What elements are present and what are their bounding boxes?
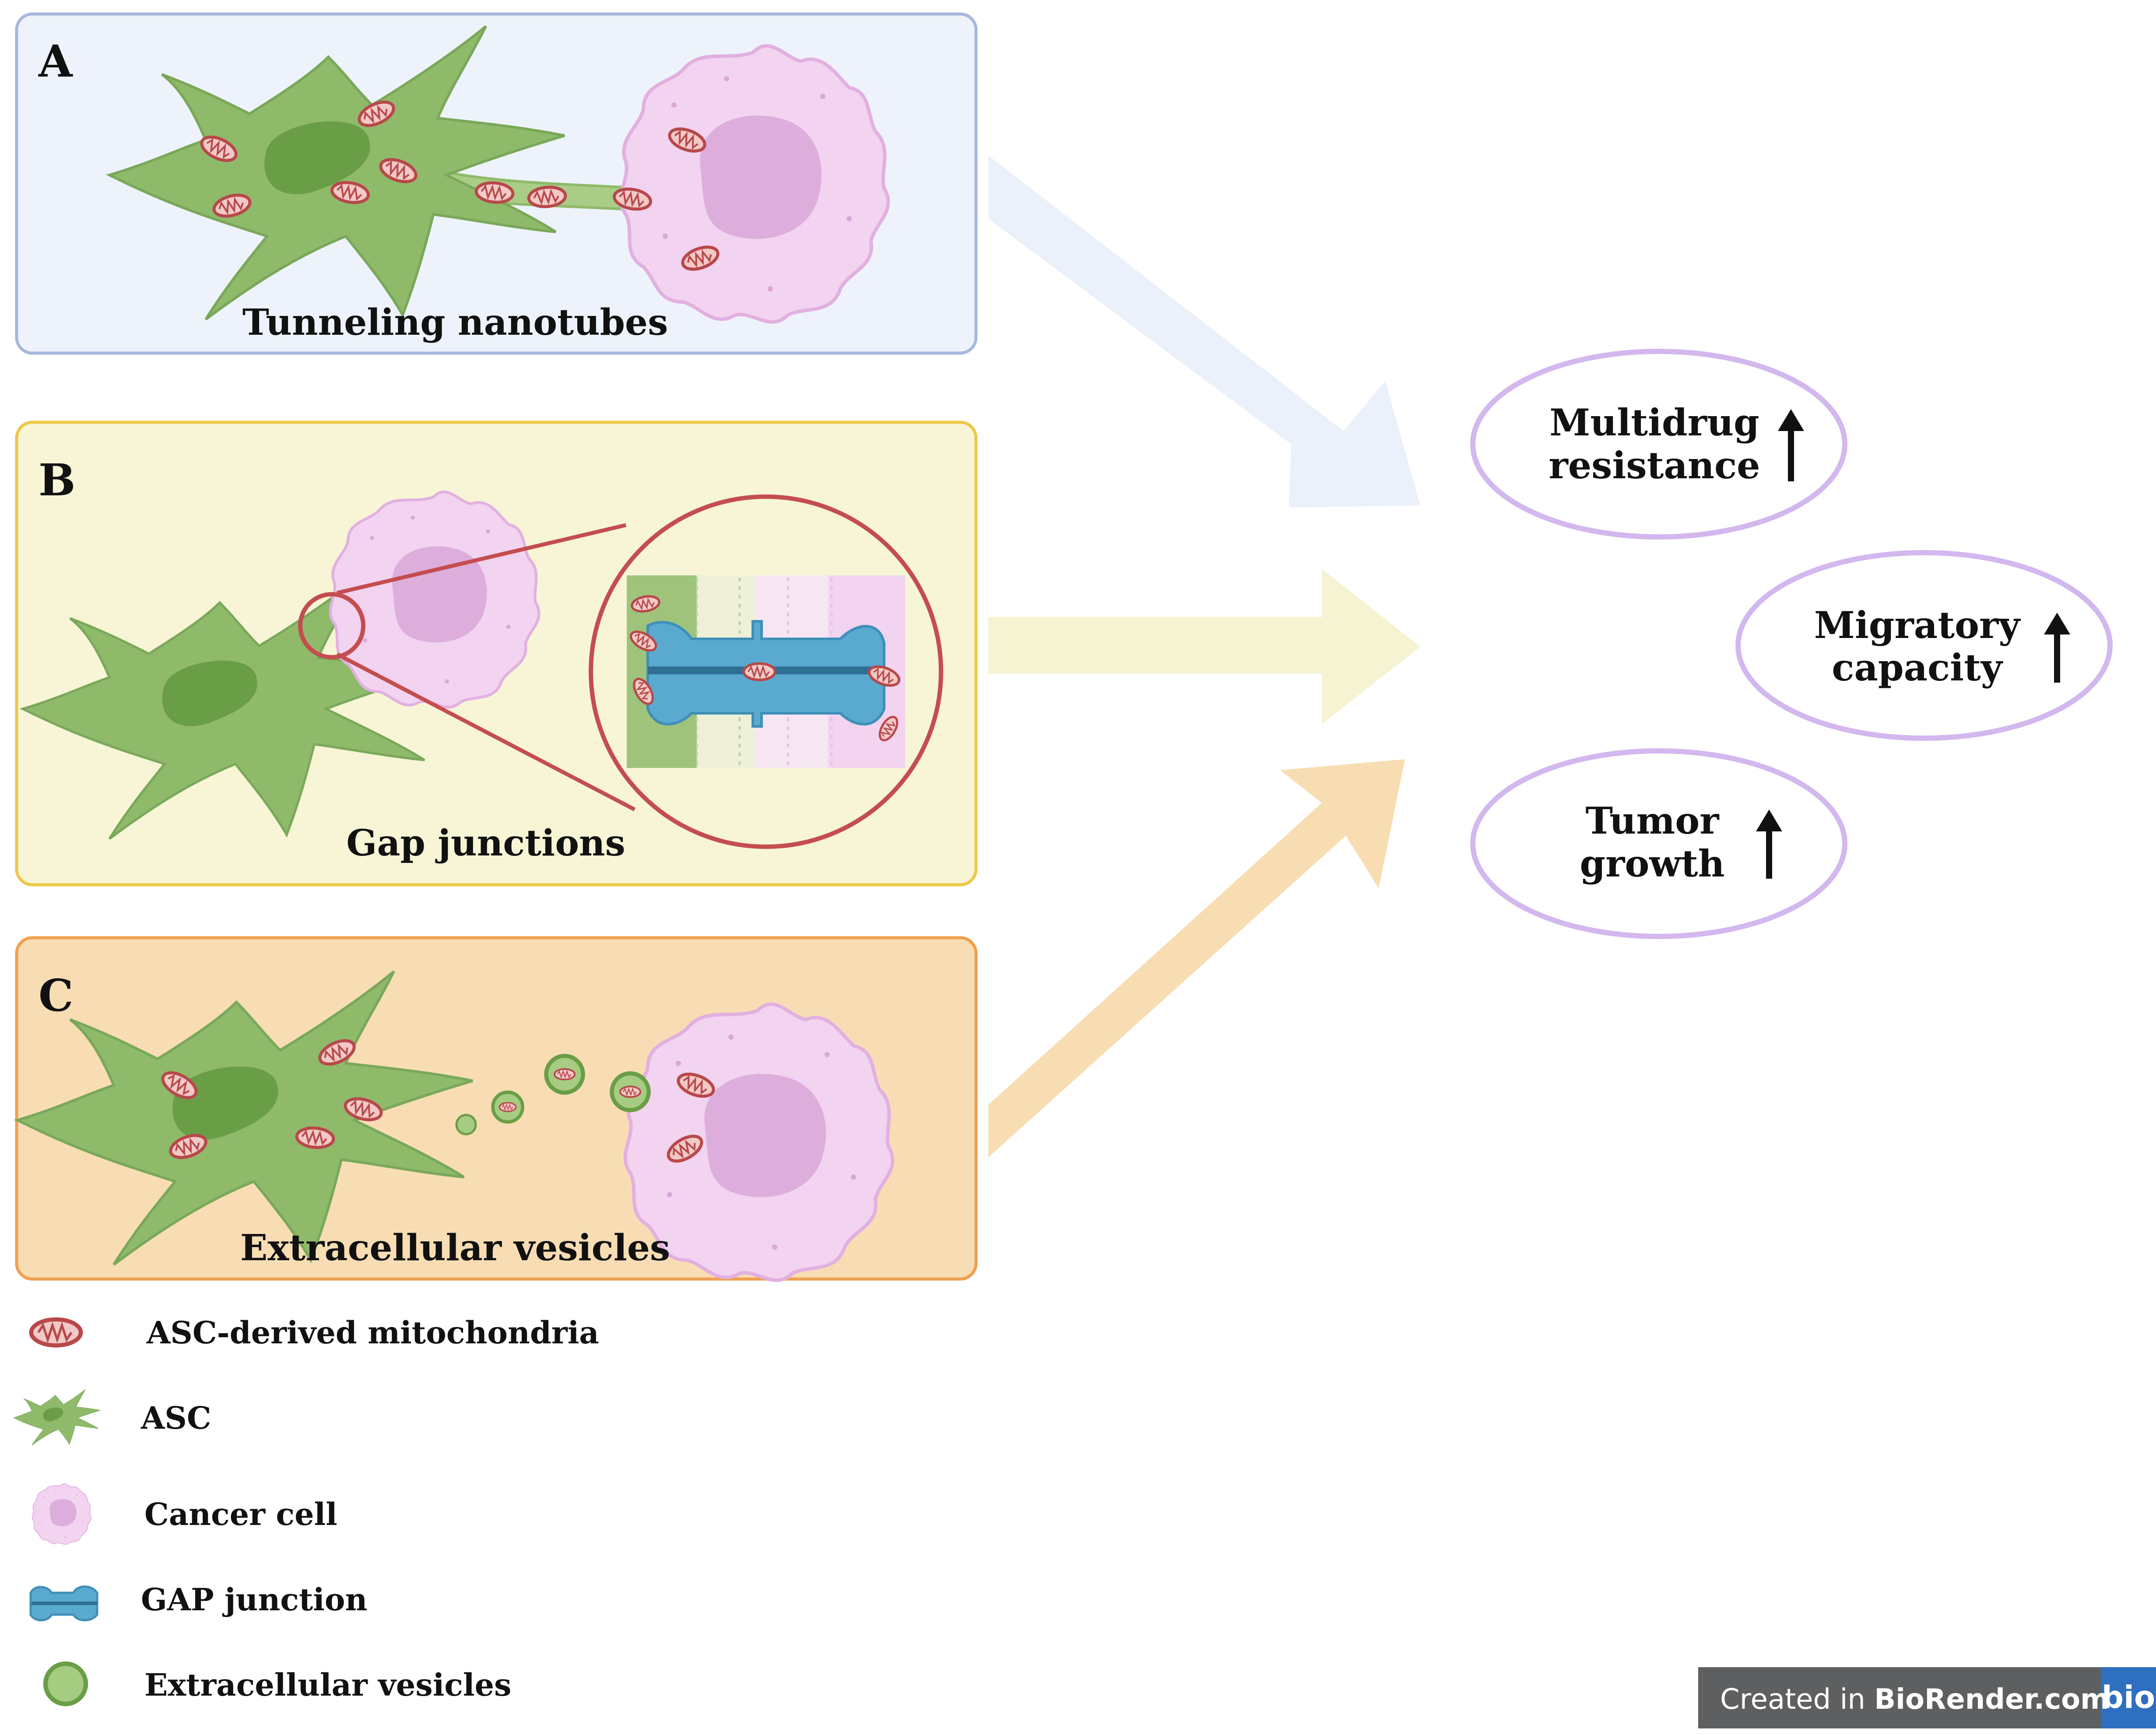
up-arrow-icon bbox=[1778, 409, 1804, 481]
cancer-cell-icon bbox=[32, 1483, 91, 1545]
up-arrow-icon bbox=[1756, 810, 1782, 879]
panel-a: A Tunneling nanotubes bbox=[15, 12, 978, 355]
gap-junction-zoom bbox=[589, 494, 943, 849]
up-arrow-icon bbox=[2044, 613, 2070, 683]
legend-label: Extracellular vesicles bbox=[144, 1667, 511, 1703]
legend: ASC-derived mitochondria ASC Cancer cell… bbox=[13, 1314, 599, 1704]
extracellular-vesicle-icon bbox=[46, 1664, 86, 1704]
panel-b: B bbox=[15, 421, 978, 887]
svg-text:Created in BioRender.com: Created in BioRender.com bbox=[1720, 1683, 2110, 1716]
mitochondrion-icon bbox=[31, 1319, 81, 1345]
legend-item: GAP junction bbox=[29, 1581, 367, 1622]
outcome-migratory-capacity: Migratory capacity bbox=[1735, 550, 2113, 741]
legend-label: Cancer cell bbox=[144, 1496, 337, 1532]
legend-label: GAP junction bbox=[141, 1581, 367, 1618]
cancer-cell bbox=[330, 492, 539, 707]
legend-label: ASC-derived mitochondria bbox=[146, 1314, 599, 1351]
zoom-line-bottom bbox=[336, 652, 636, 811]
outcome-line1: Tumor bbox=[1585, 799, 1720, 842]
panel-c-caption: Extracellular vesicles bbox=[240, 1227, 670, 1269]
arrow-c-to-outcomes bbox=[988, 759, 1405, 1157]
arrow-b-to-outcomes bbox=[988, 569, 1420, 724]
outcome-multidrug-resistance: Multidrug resistance bbox=[1470, 349, 1847, 540]
panel-a-letter: A bbox=[38, 35, 73, 87]
outcome-tumor-growth: Tumor growth bbox=[1470, 748, 1847, 939]
badge-prefix: Created in bbox=[1720, 1683, 1874, 1716]
cancer-cell bbox=[621, 46, 888, 322]
outcome-line2: resistance bbox=[1549, 444, 1760, 487]
legend-label: ASC bbox=[140, 1400, 211, 1436]
panel-b-letter: B bbox=[39, 454, 76, 506]
asc-cell-icon bbox=[13, 1389, 101, 1446]
zoom-line-top bbox=[336, 523, 627, 595]
gap-junction-icon bbox=[29, 1585, 98, 1622]
outcome-line1: Multidrug bbox=[1549, 401, 1759, 444]
zoom-source-circle bbox=[298, 592, 365, 659]
panel-c-letter: C bbox=[39, 970, 74, 1021]
biorender-badge[interactable]: Created in BioRender.com bio bbox=[1698, 1667, 2156, 1728]
outcome-line2: capacity bbox=[1832, 646, 2003, 689]
arrow-a-to-outcomes bbox=[988, 155, 1420, 508]
legend-item: Cancer cell bbox=[32, 1483, 337, 1545]
legend-item: ASC bbox=[13, 1389, 211, 1446]
legend-item: ASC-derived mitochondria bbox=[31, 1314, 599, 1351]
badge-brand: BioRender.com bbox=[1874, 1683, 2110, 1716]
panel-a-caption: Tunneling nanotubes bbox=[242, 301, 668, 343]
outcome-line1: Migratory bbox=[1814, 603, 2021, 647]
biorender-logo: bio bbox=[2102, 1679, 2155, 1715]
panel-b-caption: Gap junctions bbox=[346, 822, 625, 864]
outcome-line2: growth bbox=[1580, 842, 1724, 885]
panel-c: C Extracellular vesicles bbox=[15, 936, 978, 1280]
legend-item: Extracellular vesicles bbox=[46, 1664, 511, 1704]
